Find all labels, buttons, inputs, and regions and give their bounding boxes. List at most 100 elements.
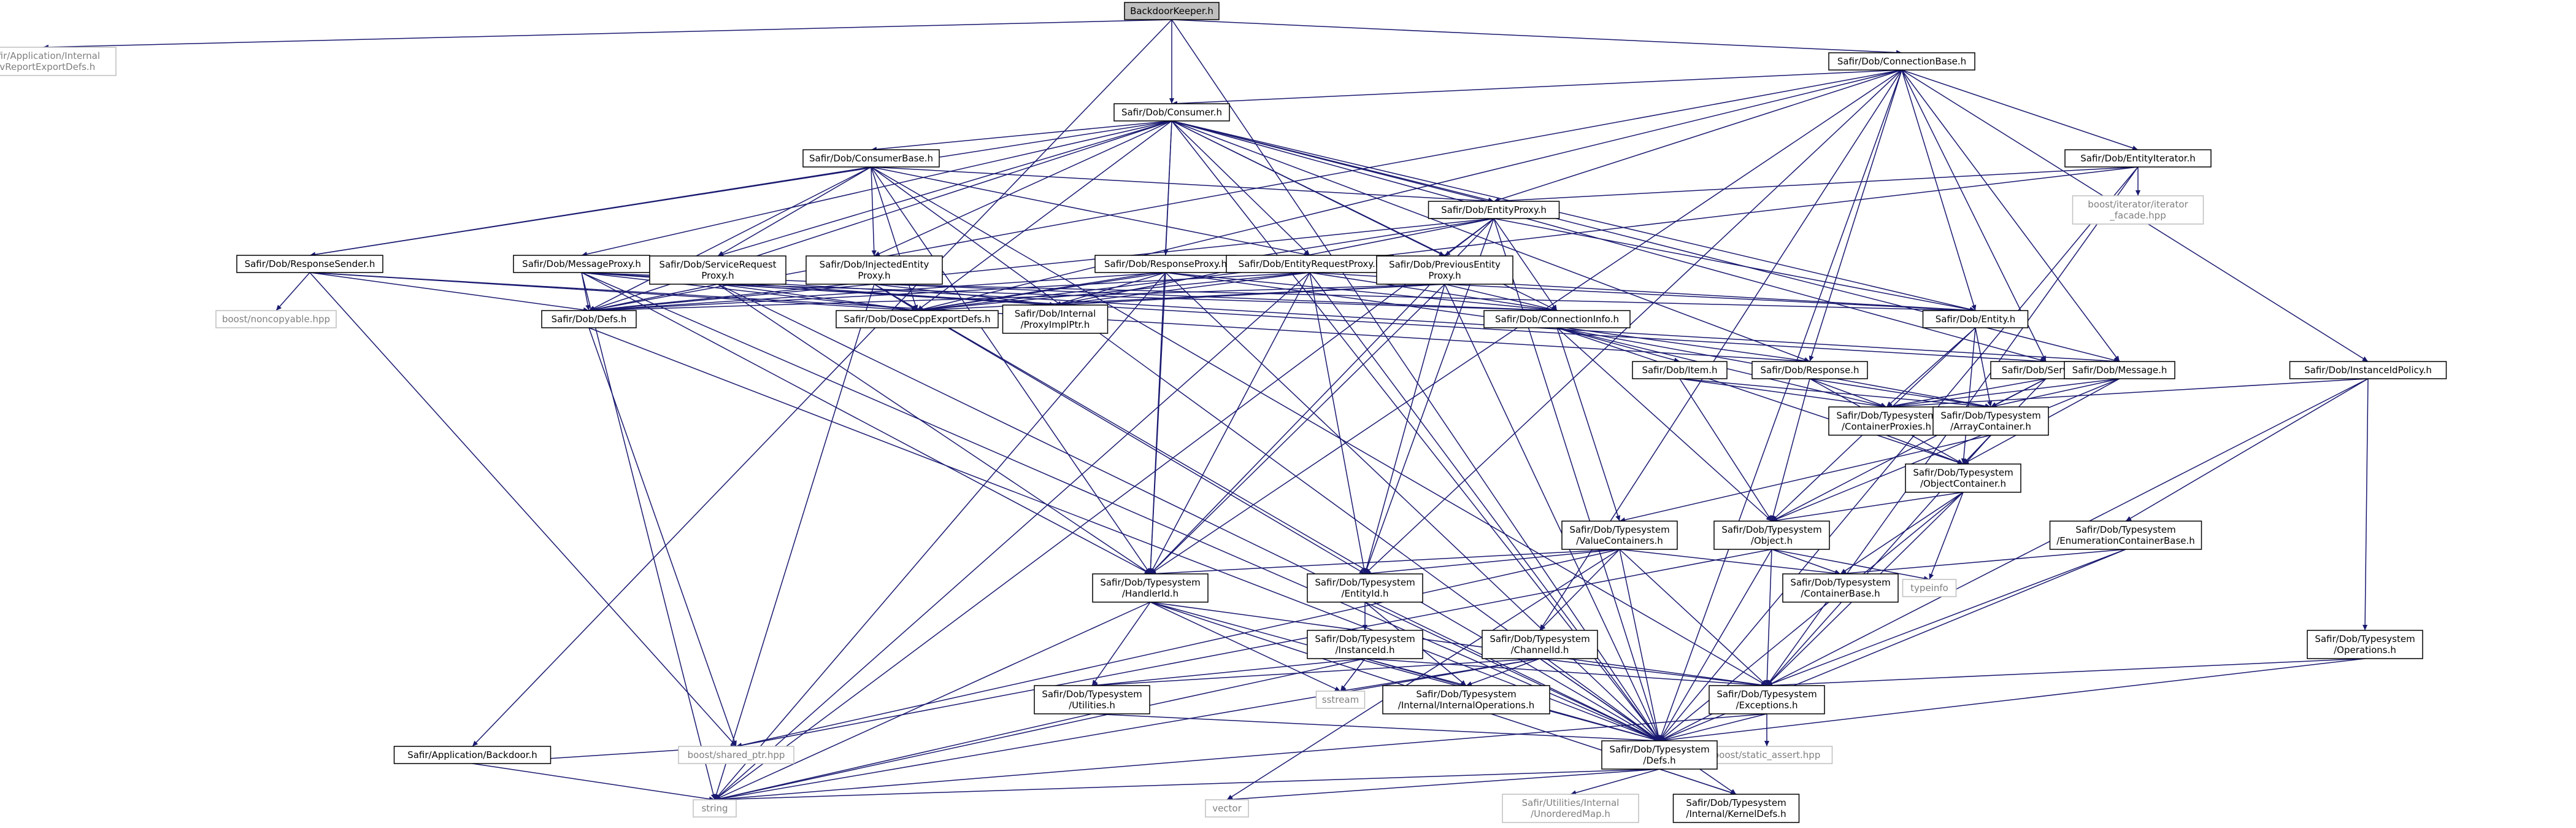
node-entityiter[interactable]: Safir/Dob/EntityIterator.h [2064,149,2212,168]
node-label: Safir/Dob/Entity.h [1936,314,2016,325]
node-response[interactable]: Safir/Dob/Response.h [1751,361,1868,379]
node-exceptions[interactable]: Safir/Dob/Typesystem/Exceptions.h [1709,685,1825,714]
node-ops[interactable]: Safir/Dob/Typesystem/Operations.h [2307,630,2423,659]
edge-line [1679,378,1887,408]
node-box [1751,361,1868,379]
node-label: Safir/Dob/Typesystem [2315,633,2415,644]
edge-arrowhead [1340,685,1346,691]
edge-line [871,166,1310,256]
node-label: Proxy.h [1428,270,1461,281]
node-entity[interactable]: Safir/Dob/Entity.h [1922,310,2029,328]
node-consumerbase[interactable]: Safir/Dob/ConsumerBase.h [802,149,940,168]
node-respsender[interactable]: Safir/Dob/ResponseSender.h [236,255,383,273]
include-edge-respsender-to-defs [309,272,590,312]
edge-line [1771,492,1964,522]
node-tsdefs[interactable]: Safir/Dob/Typesystem/Defs.h [1601,740,1718,770]
node-entityid[interactable]: Safir/Dob/Typesystem/EntityId.h [1307,573,1423,603]
include-edge-connbase-to-entityiter [1901,69,2139,150]
edge-line [1886,435,1964,465]
node-svreport[interactable]: Safir/Application/Internal/SvReportExpor… [0,47,117,76]
node-proxyimpl[interactable]: Safir/Dob/Internal/ProxyImplPtr.h [1002,304,1109,334]
node-label: /Internal/InternalOperations.h [1398,700,1534,711]
include-edge-entity-to-contproxies [1886,327,1976,408]
edge-line [871,166,1151,575]
node-box [513,255,650,273]
node-intops[interactable]: Safir/Dob/Typesystem/Internal/InternalOp… [1382,685,1550,714]
edge-arrowhead [585,304,591,311]
edge-line [1659,768,1737,795]
node-box [1034,685,1150,714]
edge-line [1771,378,2047,522]
edge-line [714,272,1166,800]
node-box [678,746,794,764]
node-utilities[interactable]: Safir/Dob/Typesystem/Utilities.h [1034,685,1150,714]
edge-line [1364,658,1767,686]
edge-line [1493,166,2139,202]
include-edge-conninfo-to-valuecont [1556,327,1621,522]
node-object[interactable]: Safir/Dob/Typesystem/Object.h [1713,520,1830,550]
node-instanceid[interactable]: Safir/Dob/Typesystem/InstanceId.h [1307,630,1423,659]
node-doseexp[interactable]: Safir/Dob/DoseCppExportDefs.h [836,310,999,328]
edge-line [1493,218,1976,311]
node-contbase[interactable]: Safir/Dob/Typesystem/ContainerBase.h [1782,573,1899,603]
node-message[interactable]: Safir/Dob/Message.h [2064,361,2175,379]
include-edge-entreqproxy-to-handlerid [1150,272,1310,575]
include-edge-respproxy-to-string [714,272,1166,800]
node-arraycont[interactable]: Safir/Dob/Typesystem/ArrayContainer.h [1932,406,2049,436]
node-vector[interactable]: vector [1205,799,1249,818]
node-typeinfo[interactable]: typeinfo [1902,579,1957,597]
edge-arrowhead [871,250,877,256]
node-connbase[interactable]: Safir/Dob/ConnectionBase.h [1828,52,1975,71]
node-entreqproxy[interactable]: Safir/Dob/EntityRequestProxy.h [1226,255,1394,273]
node-channelid[interactable]: Safir/Dob/Typesystem/ChannelId.h [1482,630,1598,659]
include-edge-entityiter-to-iterfacade [2135,167,2141,196]
node-iterfacade[interactable]: boost/iterator/iterator_facade.hpp [2072,195,2204,225]
node-respproxy[interactable]: Safir/Dob/ResponseProxy.h [1094,255,1237,273]
node-backdoor[interactable]: Safir/Application/Backdoor.h [393,746,552,764]
node-noncopyable[interactable]: boost/noncopyable.hpp [215,310,337,328]
node-defs[interactable]: Safir/Dob/Defs.h [541,310,637,328]
edge-line [1150,602,1767,686]
node-label: Safir/Dob/Response.h [1760,365,1859,376]
node-instpolicy[interactable]: Safir/Dob/InstanceIdPolicy.h [2289,361,2447,379]
edge-line [1963,327,1976,465]
node-string[interactable]: string [693,799,737,818]
edge-line [309,272,737,747]
edge-line [588,166,872,311]
edge-arrowhead [1771,515,1776,521]
node-msgproxy[interactable]: Safir/Dob/MessageProxy.h [513,255,650,273]
include-edge-utilities-to-tsdefs [1091,713,1660,743]
include-edge-consumer-to-handlerid [1148,120,1172,575]
node-sharedptr[interactable]: boost/shared_ptr.hpp [678,746,794,764]
node-consumer[interactable]: Safir/Dob/Consumer.h [1113,103,1230,122]
include-edge-entityid-to-tsdefs [1364,602,1660,741]
node-box [1307,630,1423,659]
edge-line [714,218,1494,800]
node-contproxies[interactable]: Safir/Dob/Typesystem/ContainerProxies.h [1828,406,1945,436]
node-box [802,149,940,168]
include-edge-consumer-to-entreqproxy [1171,120,1310,256]
node-label: /ContainerBase.h [1801,588,1880,599]
node-conninfo[interactable]: Safir/Dob/ConnectionInfo.h [1483,310,1631,328]
node-kerneldefs[interactable]: Safir/Dob/Typesystem/Internal/KernelDefs… [1672,794,1800,823]
node-enumcont[interactable]: Safir/Dob/Typesystem/EnumerationContaine… [2049,520,2202,550]
include-edge-connbase-to-response [1809,69,1902,362]
edge-line [2125,378,2369,522]
include-edge-channelid-to-intops [1466,658,1540,686]
node-label: Safir/Dob/Typesystem [1836,410,1936,421]
node-item[interactable]: Safir/Dob/Item.h [1632,361,1728,379]
edge-line [1539,658,1767,686]
node-staticassert[interactable]: boost/static_assert.hpp [1701,746,1833,764]
node-label: /Defs.h [1643,755,1675,766]
node-sstream[interactable]: sstream [1315,691,1366,709]
node-handlerid[interactable]: Safir/Dob/Typesystem/HandlerId.h [1092,573,1209,603]
edge-line [1091,602,1151,686]
include-edge-valuecont-to-tsdefs [1619,549,1661,741]
node-unordered[interactable]: Safir/Utilities/Internal/UnorderedMap.h [1502,794,1639,823]
node-valuecont[interactable]: Safir/Dob/Typesystem/ValueContainers.h [1561,520,1678,550]
node-objcont[interactable]: Safir/Dob/Typesystem/ObjectContainer.h [1905,463,2021,493]
node-entityproxy[interactable]: Safir/Dob/EntityProxy.h [1428,201,1560,219]
